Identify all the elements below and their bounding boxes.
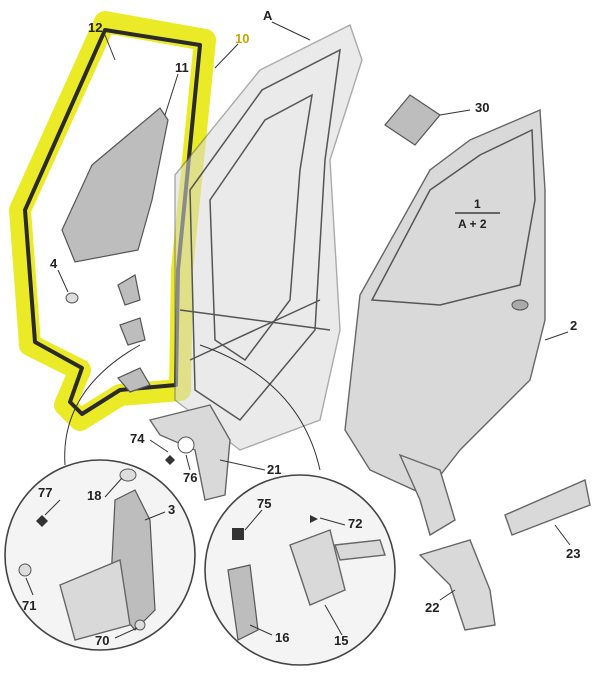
callout-22: 22 [425,600,439,615]
callout-15: 15 [334,633,348,648]
formula-numerator: 1 [474,197,481,211]
callout-72: 72 [348,516,362,531]
trim-panel [61,107,169,263]
callout-75: 75 [257,496,271,511]
callout-3: 3 [168,502,175,517]
detail-link-hinge [64,344,141,466]
door-seal-highlighted [9,11,216,431]
callout-71: 71 [22,598,36,613]
door-lower-trim [398,453,456,537]
callout-70: 70 [95,633,109,648]
callout-18: 18 [87,488,101,503]
callout-16: 16 [275,630,289,645]
callout-30: 30 [475,100,489,115]
callout-2: 2 [570,318,577,333]
callout-12: 12 [88,20,102,35]
lock-detail [227,515,386,641]
small-parts [65,274,195,465]
hinge-detail [18,468,156,641]
callout-21: 21 [267,462,281,477]
molding-22 [418,539,496,631]
formula-denominator: A + 2 [458,217,487,231]
callout-76: 76 [183,470,197,485]
callout-4: 4 [50,256,58,271]
callout-77: 77 [38,485,52,500]
molding-21 [148,404,231,501]
detail-link-lock [199,344,321,471]
molding-23 [504,479,591,536]
vent-part [384,94,441,146]
callout-23: 23 [566,546,580,561]
leader-lines [25,21,571,639]
callout-11: 11 [175,60,189,75]
callout-10: 10 [235,31,249,46]
callout-74: 74 [130,431,145,446]
callout-A: A [263,8,273,23]
outer-door-skin [344,108,546,496]
